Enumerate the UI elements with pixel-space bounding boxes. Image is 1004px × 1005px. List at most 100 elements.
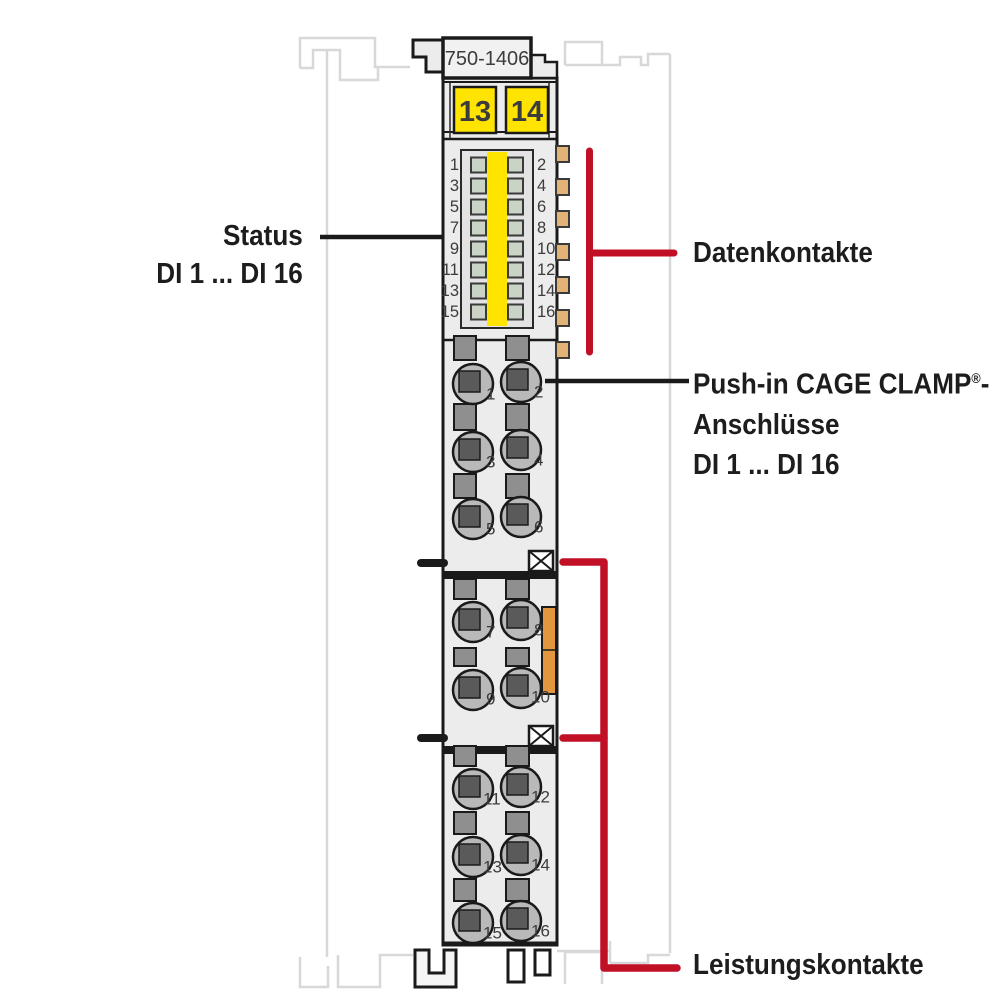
section-divider-1 [443, 571, 557, 579]
wire-entry [458, 438, 481, 461]
pin-number: 3 [486, 453, 495, 472]
led-number: 15 [441, 303, 459, 321]
led-square [507, 156, 524, 174]
wire-entry [458, 909, 481, 932]
led-square [507, 177, 524, 195]
pusher [505, 403, 530, 431]
status-label-line2: DI 1 ... DI 16 [156, 258, 303, 290]
pin-number: 5 [486, 520, 495, 539]
annotation-lines [320, 147, 689, 972]
led-square [507, 219, 524, 237]
led-grid [470, 156, 524, 321]
led-square [507, 261, 524, 279]
status-label-line1: Status [223, 220, 303, 252]
pin-number: 1 [486, 385, 495, 404]
pusher [453, 745, 477, 767]
led-number: 16 [537, 303, 555, 321]
data-contacts [555, 145, 570, 359]
data-contact [555, 145, 570, 163]
led-number: 9 [450, 240, 459, 258]
led-number: 2 [537, 156, 546, 174]
data-contact [555, 210, 570, 228]
wire-entry [506, 436, 529, 459]
pusher [453, 647, 477, 667]
wire-entry [506, 841, 529, 864]
data-contact [555, 276, 570, 294]
status-label: Status DI 1 ... DI 16 [156, 217, 303, 293]
wire-entry [506, 773, 529, 796]
wire-entry [506, 606, 529, 629]
wire-entry [458, 608, 481, 631]
led-square [470, 219, 487, 237]
led-number: 5 [450, 198, 459, 216]
pin-number: 7 [486, 623, 495, 642]
wire-entry [506, 368, 529, 391]
wire-entry [506, 503, 529, 526]
section-divider-2 [443, 746, 557, 754]
wire-entry [458, 843, 481, 866]
led-square [507, 198, 524, 216]
jumper-label-14-text: 14 [511, 96, 543, 128]
clamp-pin-numbers: 1 2 3 4 5 6 7 8 9 10 11 12 13 14 15 16 [483, 383, 550, 943]
pusher [453, 578, 477, 600]
led-number: 6 [537, 198, 546, 216]
pin-number: 8 [534, 621, 543, 640]
din-rail-ghost-outline [298, 36, 672, 989]
pusher [505, 578, 530, 600]
led-square [470, 282, 487, 300]
led-square [470, 261, 487, 279]
bottom-release-latch [413, 948, 458, 989]
led-square [470, 177, 487, 195]
led-number: 12 [537, 261, 555, 279]
top-right-step [529, 53, 559, 80]
pusher [453, 878, 477, 902]
led-square [470, 198, 487, 216]
led-number: 11 [442, 261, 459, 279]
pusher [505, 811, 530, 835]
pin-number: 9 [486, 690, 495, 709]
pin-number: 15 [483, 924, 502, 943]
cage-clamp-label-line1: Push-in CAGE CLAMP®- [693, 368, 990, 401]
wire-entry [506, 674, 529, 697]
top-release-latch [411, 38, 445, 74]
registered-trademark: ® [971, 370, 981, 386]
pusher [505, 745, 530, 767]
pin-number: 12 [531, 788, 550, 807]
power-contacts-leader [559, 558, 681, 972]
jumper-label-13-text: 13 [459, 96, 491, 128]
led-square [470, 156, 487, 174]
led-square [470, 303, 487, 321]
led-number: 14 [537, 282, 555, 300]
led-number: 1 [450, 156, 459, 174]
led-square [507, 282, 524, 300]
led-square [470, 240, 487, 258]
led-square [507, 303, 524, 321]
led-yellow-strip [487, 152, 507, 326]
data-contact [555, 341, 570, 359]
pusher [505, 335, 530, 361]
wire-entry [458, 370, 481, 393]
led-number: 7 [450, 219, 459, 237]
pin-number: 2 [534, 383, 543, 402]
pusher [453, 811, 477, 835]
mounting-foot [506, 948, 526, 984]
led-section [460, 149, 534, 329]
pusher [505, 647, 530, 667]
data-contacts-label: Datenkontakte [693, 237, 873, 269]
led-square [507, 240, 524, 258]
wire-entry [458, 505, 481, 528]
led-number: 10 [537, 240, 555, 258]
part-number-plate [441, 36, 533, 80]
data-contact [555, 243, 570, 261]
wire-entry [506, 907, 529, 930]
cage-clamp-label: Push-in CAGE CLAMP®- Anschlüsse DI 1 ...… [693, 358, 989, 485]
pin-number: 13 [483, 858, 502, 877]
clamp-section-2 [451, 578, 557, 712]
wire-entry [458, 676, 481, 699]
part-number-text: 750-1406 [445, 48, 530, 70]
pusher [505, 473, 530, 499]
pusher [453, 403, 477, 431]
cage-clamp-label-line3: DI 1 ... DI 16 [693, 448, 840, 481]
pin-number: 14 [531, 856, 550, 875]
